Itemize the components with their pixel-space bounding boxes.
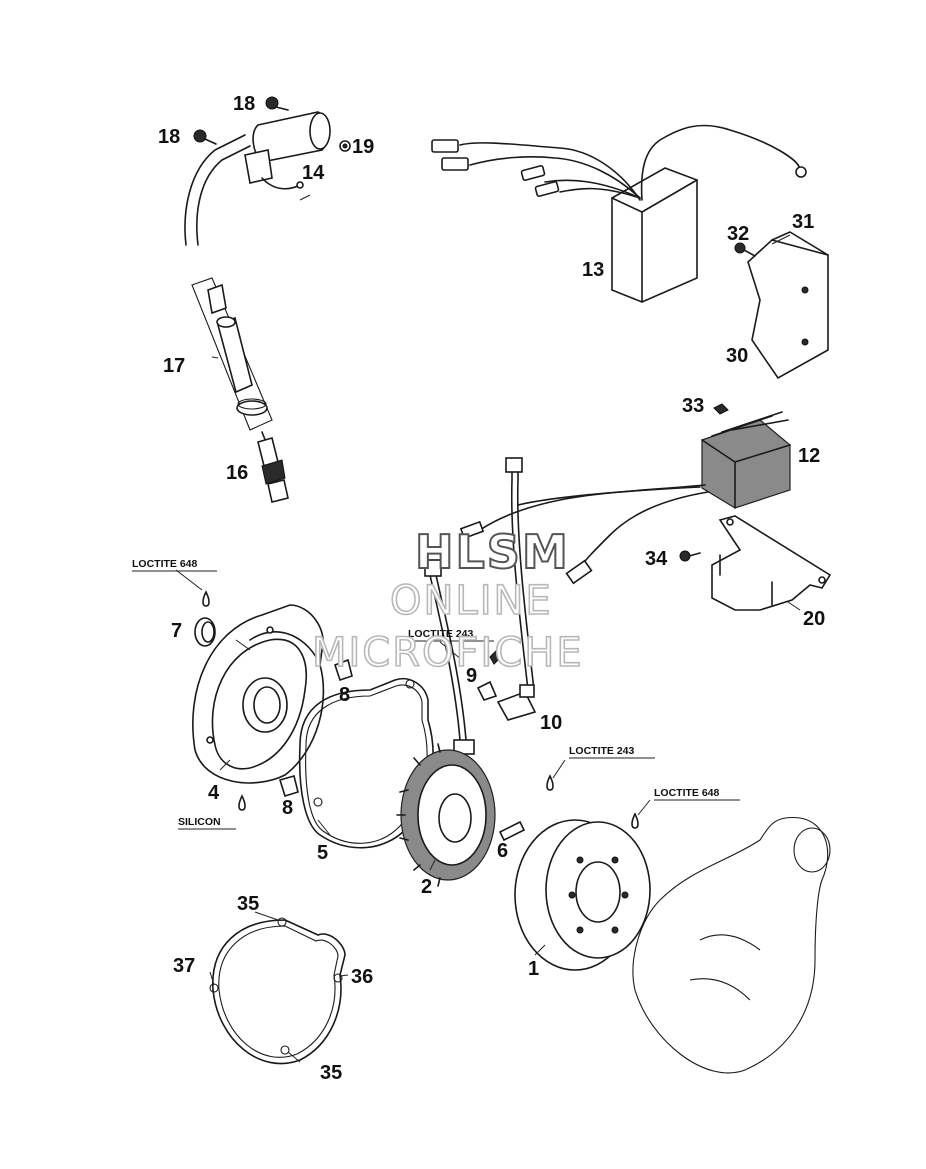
loctite-drop-left: [202, 590, 210, 607]
screw-34: [679, 550, 701, 562]
watermark-line-2: ONLINE: [390, 578, 553, 624]
label-part-5: 5: [317, 842, 328, 864]
voltage-regulator: [459, 411, 791, 585]
seal-7: [194, 617, 216, 647]
note-silicon: SILICON: [178, 816, 221, 828]
label-part-8-top: 8: [339, 684, 350, 706]
label-part-19: 19: [352, 136, 374, 158]
loctite-drop-right: [631, 812, 639, 829]
leader-lines: [175, 194, 801, 1063]
screw-18-top: [265, 96, 289, 111]
label-part-32: 32: [727, 223, 749, 245]
label-part-12: 12: [798, 445, 820, 467]
ignition-coil: [184, 111, 331, 246]
label-part-6: 6: [497, 840, 508, 862]
label-part-10: 10: [540, 712, 562, 734]
watermark: HLSM ONLINE MICROFICHE: [311, 524, 584, 677]
loctite-drop-center: [546, 774, 554, 791]
label-part-20: 20: [803, 608, 825, 630]
dowel-8-bottom: [278, 775, 299, 797]
spark-plug-cap-frame: [191, 277, 273, 431]
engine-case-outline: [632, 816, 831, 1074]
label-part-1: 1: [528, 958, 539, 980]
ignition-cover: [192, 604, 325, 784]
screw-9: [476, 650, 501, 701]
label-part-18-left: 18: [158, 126, 180, 148]
gasket-35: [209, 917, 346, 1065]
label-part-17: 17: [163, 355, 185, 377]
label-part-4: 4: [208, 782, 220, 804]
label-part-7: 7: [171, 620, 182, 642]
nut-19: [339, 140, 351, 152]
mount-plate-20: [711, 515, 832, 611]
screw-6: [498, 820, 526, 842]
part-labels: 18 18 19 14 13 32 31 30 17 33 12 16 34 2…: [158, 93, 825, 1084]
spark-plug: [257, 431, 289, 503]
label-part-2: 2: [421, 876, 432, 898]
label-part-30: 30: [726, 345, 748, 367]
label-part-31: 31: [792, 211, 814, 233]
label-part-36: 36: [351, 966, 373, 988]
bracket-30: [747, 231, 829, 380]
stator-2: [396, 743, 496, 887]
label-part-16: 16: [226, 462, 248, 484]
label-part-9: 9: [466, 665, 477, 687]
label-part-35-bottom: 35: [320, 1062, 342, 1084]
spark-plug-cap: [207, 283, 268, 416]
label-part-37: 37: [173, 955, 195, 977]
screw-32: [734, 242, 756, 257]
silicon-drop: [238, 794, 246, 811]
rotor-1: [514, 819, 651, 971]
note-loctite-648-right: LOCTITE 648: [654, 787, 720, 799]
label-part-13: 13: [582, 259, 604, 281]
cdi-unit: [431, 124, 807, 303]
watermark-line-3: MICROFICHE: [312, 630, 584, 676]
note-loctite-243-center: LOCTITE 243: [408, 628, 474, 640]
note-loctite-648-left: LOCTITE 648: [132, 558, 198, 570]
pickup-10: [496, 684, 537, 721]
screw-18-left: [193, 129, 217, 145]
watermark-line-1: HLSM: [415, 525, 570, 579]
note-loctite-243-right: LOCTITE 243: [569, 745, 635, 757]
dowel-8-top: [333, 658, 353, 682]
label-part-34: 34: [645, 548, 668, 570]
assembly-notes: LOCTITE 648 LOCTITE 243 LOCTITE 243 LOCT…: [132, 558, 740, 830]
nut-33: [713, 403, 729, 415]
label-part-14: 14: [302, 162, 325, 184]
label-part-33: 33: [682, 395, 704, 417]
label-part-8-bottom: 8: [282, 797, 293, 819]
label-part-18-top: 18: [233, 93, 255, 115]
label-part-35-top: 35: [237, 893, 259, 915]
